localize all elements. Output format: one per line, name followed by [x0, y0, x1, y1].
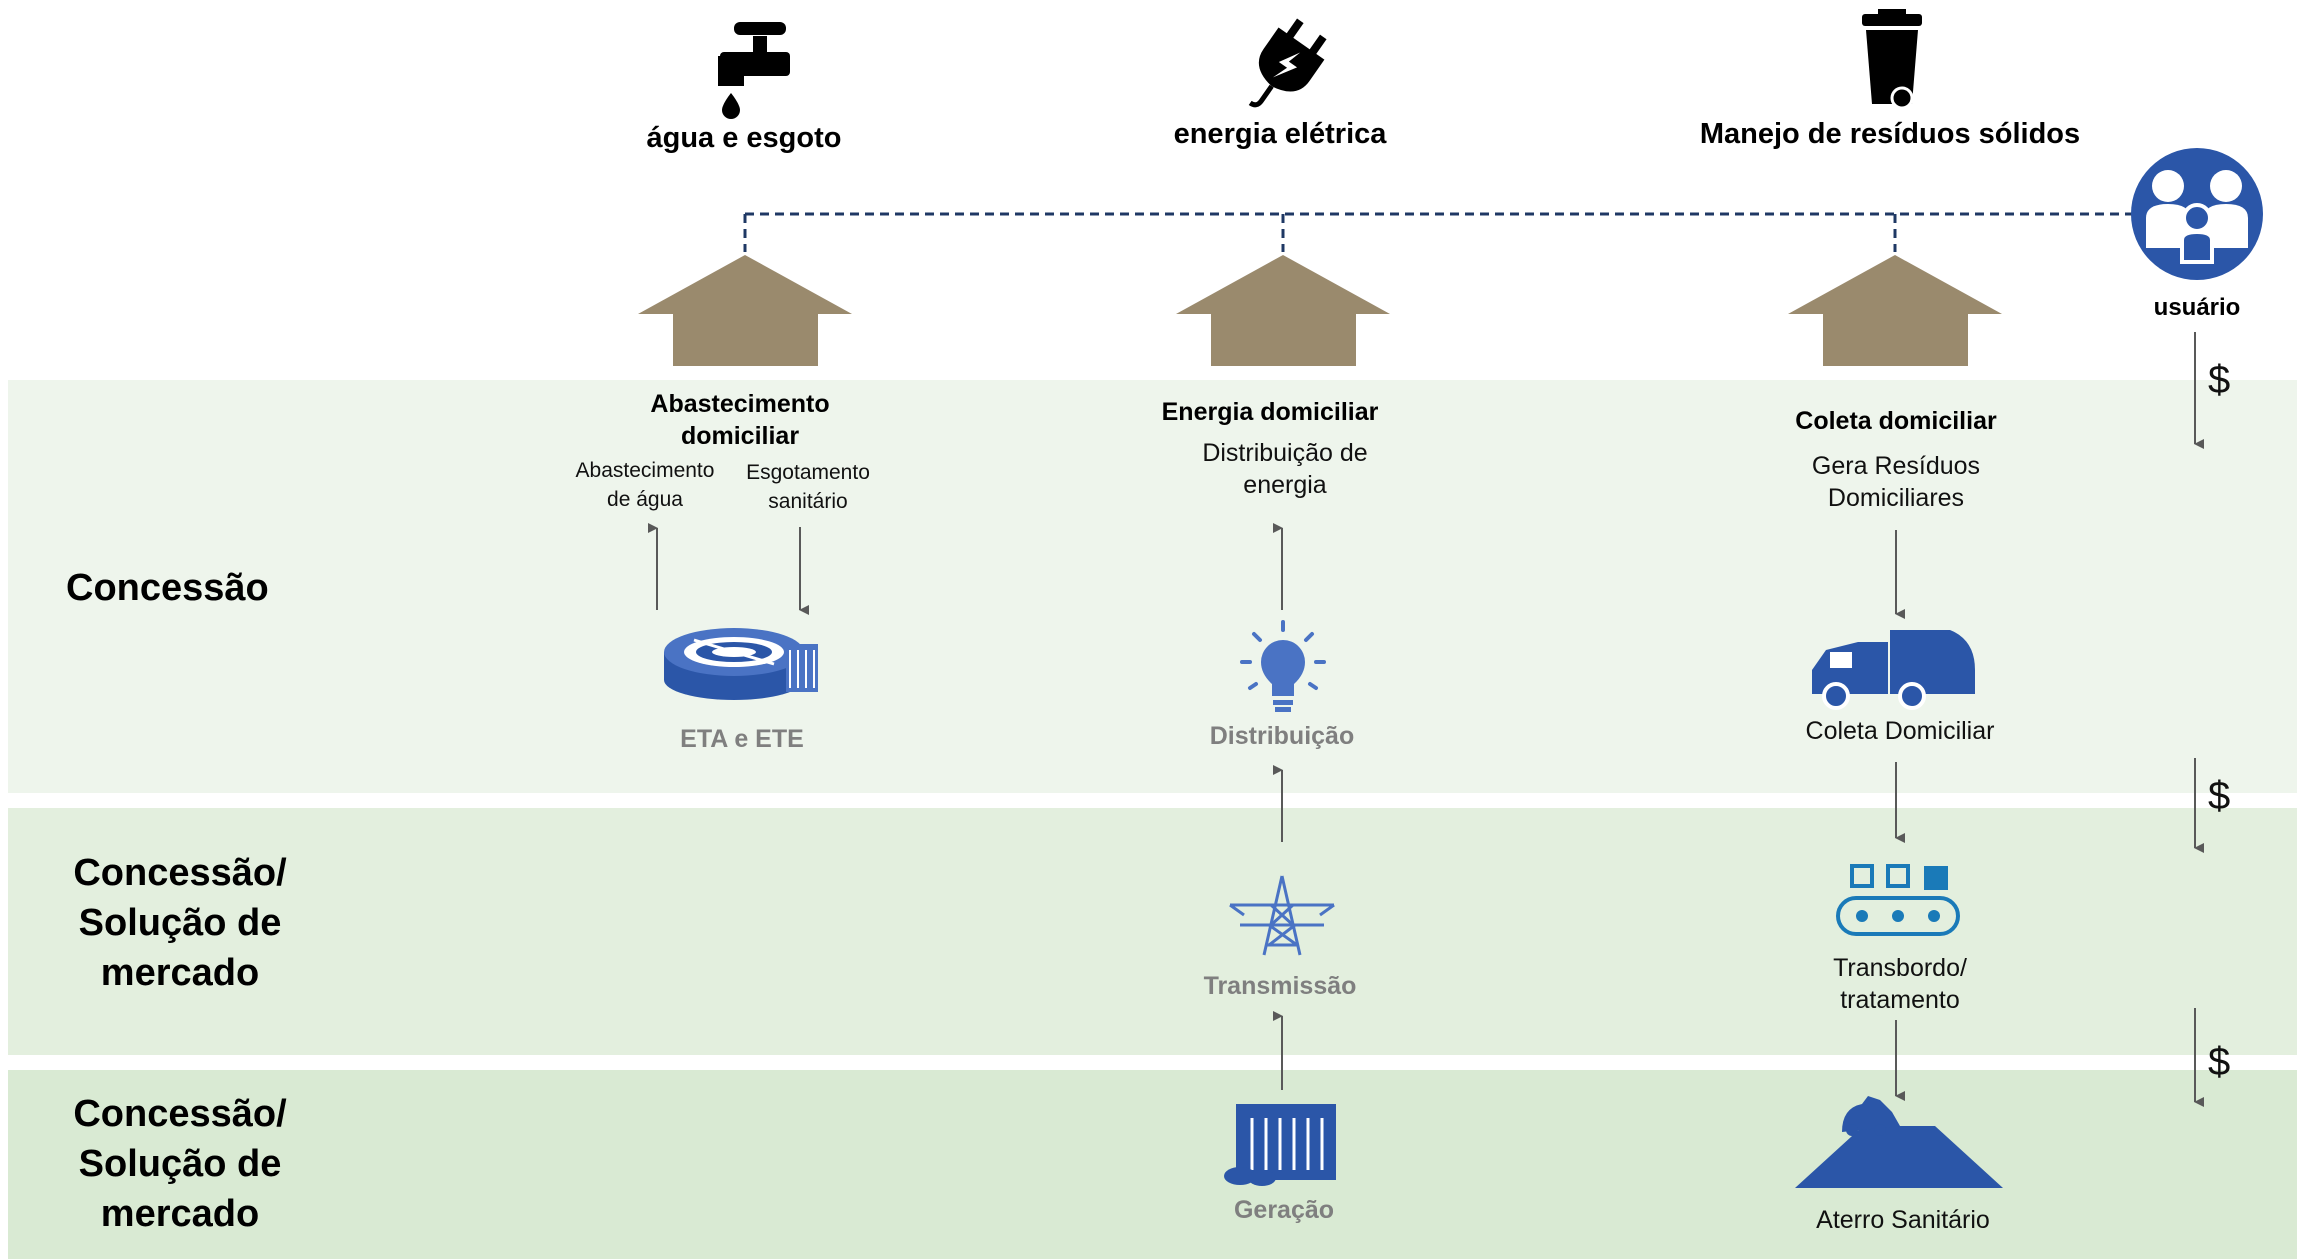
transfer-label-line-1: Transbordo/ — [1833, 954, 1967, 982]
energy-distribution-line-1: Distribuição de — [1202, 439, 1368, 467]
waste-generation-text: Gera Resíduos Domiciliares — [1766, 450, 2026, 514]
service-title-water: água e esgoto — [646, 122, 842, 154]
house-icon-water — [638, 255, 852, 366]
treatment-plant-icon — [664, 628, 818, 700]
hydro-dam-icon — [1224, 1104, 1336, 1186]
market-band-1 — [8, 808, 2297, 1055]
landfill-label: Aterro Sanitário — [1816, 1206, 1990, 1234]
distribution-label: Distribuição — [1209, 722, 1355, 750]
row-label-market-2-line-3: mercado — [100, 1193, 260, 1235]
service-title-energy: energia elétrica — [1173, 118, 1387, 150]
water-supply-line-1: Abastecimento — [575, 459, 715, 482]
faucet-icon — [718, 22, 790, 119]
water-home-title: Abastecimento domiciliar — [600, 388, 880, 452]
collection-label: Coleta Domiciliar — [1805, 717, 1995, 745]
water-sewage-label: Esgotamento sanitário — [728, 458, 888, 516]
energy-home-title: Energia domiciliar — [1161, 398, 1379, 426]
row-label-market-1-line-1: Concessão/ — [73, 852, 287, 894]
transmission-label: Transmissão — [1203, 972, 1357, 1000]
landfill-icon — [1795, 1096, 2003, 1188]
waste-home-title: Coleta domiciliar — [1795, 407, 1997, 435]
treatment-plant-label: ETA e ETE — [680, 725, 804, 753]
water-sewage-line-1: Esgotamento — [746, 461, 870, 484]
garbage-truck-icon — [1812, 630, 1975, 710]
generation-label: Geração — [1233, 1196, 1335, 1224]
row-label-market-1-line-2: Solução de — [78, 902, 282, 944]
energy-distribution-text: Distribuição de energia — [1160, 437, 1410, 501]
row-label-market-1: Concessão/ Solução de mercado — [40, 848, 320, 998]
row-label-concession: Concessão — [66, 567, 269, 609]
energy-distribution-line-2: energia — [1243, 471, 1327, 499]
house-icon-energy — [1176, 255, 1390, 366]
payment-symbol-2: $ — [2208, 774, 2231, 818]
concession-band — [8, 380, 2297, 793]
trash-bin-icon — [1862, 9, 1922, 110]
user-label: usuário — [2153, 294, 2241, 321]
conveyor-icon — [1836, 864, 1960, 936]
water-supply-label: Abastecimento de água — [560, 456, 730, 514]
water-home-title-line-1: Abastecimento — [650, 390, 830, 418]
family-icon — [2131, 148, 2263, 280]
user-service-connector — [743, 212, 2140, 252]
row-label-market-1-line-3: mercado — [100, 952, 260, 994]
payment-symbol-1: $ — [2208, 358, 2231, 402]
service-title-waste: Manejo de resíduos sólidos — [1699, 118, 2081, 150]
water-supply-line-2: de água — [607, 488, 683, 511]
flow-arrows — [648, 332, 2204, 1107]
light-bulb-icon — [1240, 620, 1326, 712]
house-icon-waste — [1788, 255, 2002, 366]
row-label-market-2-line-1: Concessão/ — [73, 1093, 287, 1135]
transfer-label: Transbordo/ tratamento — [1770, 952, 2030, 1016]
row-label-market-2-line-2: Solução de — [78, 1143, 282, 1185]
transfer-label-line-2: tratamento — [1840, 986, 1960, 1014]
waste-generation-line-2: Domiciliares — [1827, 484, 1965, 512]
plug-icon — [1248, 18, 1327, 108]
transmission-tower-icon — [1229, 875, 1335, 956]
waste-generation-line-1: Gera Resíduos — [1811, 452, 1981, 480]
row-label-market-2: Concessão/ Solução de mercado — [40, 1089, 320, 1239]
water-sewage-line-2: sanitário — [768, 490, 848, 513]
water-home-title-line-2: domiciliar — [680, 422, 800, 450]
payment-symbol-3: $ — [2208, 1040, 2231, 1084]
